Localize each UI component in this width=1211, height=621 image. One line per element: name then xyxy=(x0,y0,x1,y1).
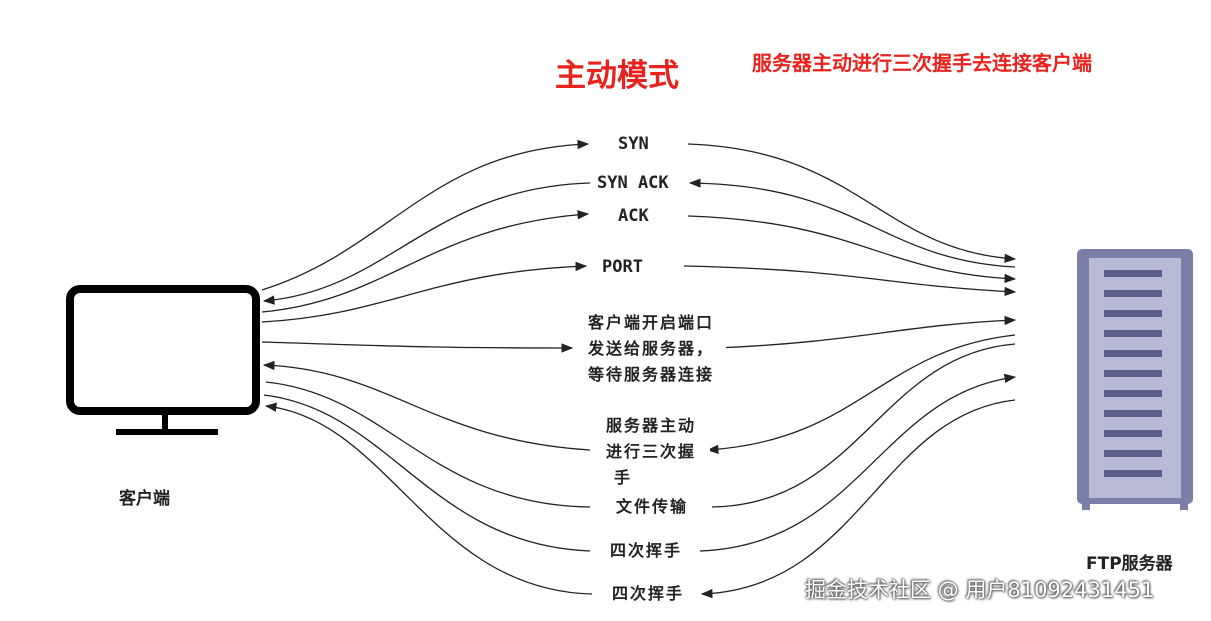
openport-left-arc xyxy=(261,341,574,353)
port-right-arc xyxy=(683,265,1017,297)
openport-right-arc xyxy=(715,315,1017,349)
open-port-line-2: 发送给服务器， xyxy=(587,339,714,358)
label-wave-1: 四次挥手 xyxy=(594,538,698,564)
label-wave-2: 四次挥手 xyxy=(596,581,700,607)
label-syn-ack: SYN ACK xyxy=(597,173,669,193)
handshake-line-2: 进行三次握 xyxy=(605,442,696,461)
watermark: 掘金技术社区 @ 用户81092431451 xyxy=(805,578,1155,602)
wave2-right-arc xyxy=(700,399,1016,599)
ack-left-arc xyxy=(261,210,590,313)
port-left-arc xyxy=(261,261,588,323)
page-title: 主动模式 xyxy=(555,58,679,94)
synack-left-arc xyxy=(262,182,591,305)
handshake-right-arc xyxy=(706,334,1016,454)
transfer-left-arc xyxy=(265,381,591,508)
open-port-line-1: 客户端开启端口 xyxy=(587,313,714,332)
syn-right-arc xyxy=(687,143,1017,263)
handshake-left-arc xyxy=(262,360,591,451)
label-ack: ACK xyxy=(618,206,649,226)
server-rack-icon xyxy=(1077,249,1193,510)
wave1-left-arc xyxy=(263,394,591,552)
transfer-right-arc xyxy=(711,343,1016,508)
label-syn: SYN xyxy=(618,134,649,154)
ack-right-arc xyxy=(687,215,1017,284)
label-port: PORT xyxy=(602,257,643,277)
server-label: FTP服务器 xyxy=(1086,554,1173,574)
handshake-line-1: 服务器主动 xyxy=(605,416,696,435)
client-label: 客户端 xyxy=(119,489,170,509)
open-port-line-3: 等待服务器连接 xyxy=(587,365,714,384)
wave1-right-arc xyxy=(699,373,1017,552)
wave2-left-arc xyxy=(264,402,593,595)
label-server-handshake: 服务器主动 进行三次握 手 xyxy=(592,413,710,491)
label-open-port: 客户端开启端口 发送给服务器， 等待服务器连接 xyxy=(576,310,726,388)
label-file-transfer: 文件传输 xyxy=(594,494,710,520)
syn-left-arc xyxy=(261,139,590,291)
handshake-line-3: 手 xyxy=(614,468,633,487)
synack-right-arc xyxy=(688,178,1016,268)
page-subtitle: 服务器主动进行三次握手去连接客户端 xyxy=(752,51,1092,75)
client-monitor-icon xyxy=(66,285,260,435)
